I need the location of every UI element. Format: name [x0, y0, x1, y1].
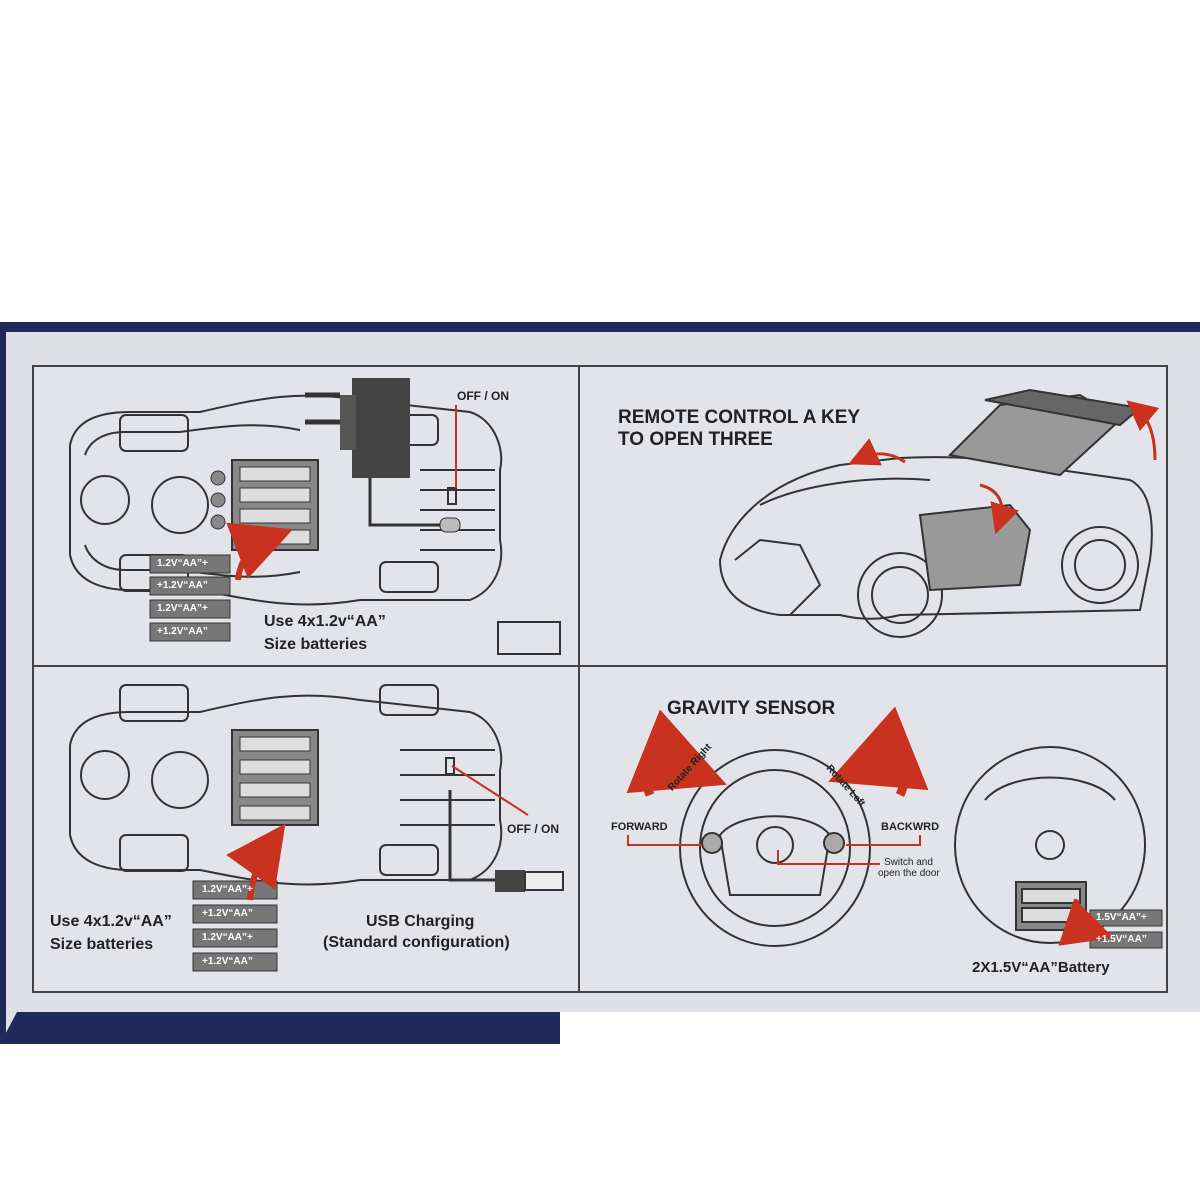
forward-label: FORWARD: [611, 821, 668, 833]
battery-caption-top-1: Use 4x1.2v“AA”: [264, 613, 386, 630]
battery-label: +1.5V“AA”: [1096, 934, 1147, 945]
switch-label-top: OFF / ON: [457, 389, 509, 403]
switch-pointer-bottom: [451, 765, 529, 816]
switch-door-label-2: open the door: [878, 868, 940, 879]
battery-label: 1.2V“AA”+: [202, 932, 253, 943]
open-door: [918, 503, 1032, 592]
battery-label: 1.2V“AA”+: [202, 884, 253, 895]
battery-caption-bottom-1: Use 4x1.2v“AA”: [50, 913, 172, 930]
battery-box-top: [210, 459, 319, 551]
battery-box-bottom: [231, 729, 319, 826]
card-top-band: [0, 322, 1200, 332]
backward-label: BACKWRD: [881, 821, 940, 833]
backward-pointer: [846, 835, 921, 846]
feature-title-line2: TO OPEN THREE: [618, 429, 773, 450]
gravity-sensor-title: GRAVITY SENSOR: [667, 698, 836, 719]
spoiler-arrow: [1126, 400, 1160, 461]
battery-label: 1.5V“AA”+: [1096, 912, 1147, 923]
battery-label: 1.2V“AA”+: [157, 558, 208, 569]
usb-cable: [448, 790, 564, 892]
vertical-divider: [578, 365, 580, 993]
loose-batteries-top: [149, 554, 231, 642]
charger-plug: [305, 378, 461, 533]
battery-label: 1.2V“AA”+: [157, 603, 208, 614]
battery-caption-bottom-2: Size batteries: [50, 936, 154, 953]
steering-remote-front: [679, 749, 871, 947]
battery-label: +1.2V“AA”: [157, 626, 208, 637]
usb-caption-1: USB Charging: [366, 913, 475, 930]
chassis-diagram-bottom: [69, 684, 503, 886]
battery-label: +1.2V“AA”: [202, 908, 253, 919]
car-illustration: [718, 456, 1153, 638]
card-bottom-light: [560, 1012, 1200, 1044]
card-left-edge: [0, 322, 6, 1044]
insert-arrow-bottom: [226, 823, 286, 901]
switch-label-bottom: OFF / ON: [507, 822, 559, 836]
battery-caption-top-2: Size batteries: [264, 636, 368, 653]
loose-batteries-bottom: [192, 880, 278, 972]
rotate-left-arrow: [828, 706, 929, 797]
hood-arrow: [848, 438, 906, 466]
battery-label: +1.2V“AA”: [202, 956, 253, 967]
feature-title-line1: REMOTE CONTROL A KEY: [618, 407, 861, 428]
remote-battery-caption: 2X1.5V“AA”Battery: [972, 959, 1110, 976]
horizontal-divider: [32, 665, 1168, 667]
forward-pointer: [627, 835, 702, 846]
usb-caption-2: (Standard configuration): [323, 934, 510, 951]
battery-label: +1.2V“AA”: [157, 580, 208, 591]
door-arrow: [979, 483, 1019, 535]
insert-arrow-top: [226, 522, 293, 581]
switch-door-label-1: Switch and: [884, 857, 933, 868]
switch-pointer: [777, 850, 880, 865]
rotate-right-arrow: [626, 709, 727, 797]
remote-insert-arrow: [1058, 898, 1114, 946]
